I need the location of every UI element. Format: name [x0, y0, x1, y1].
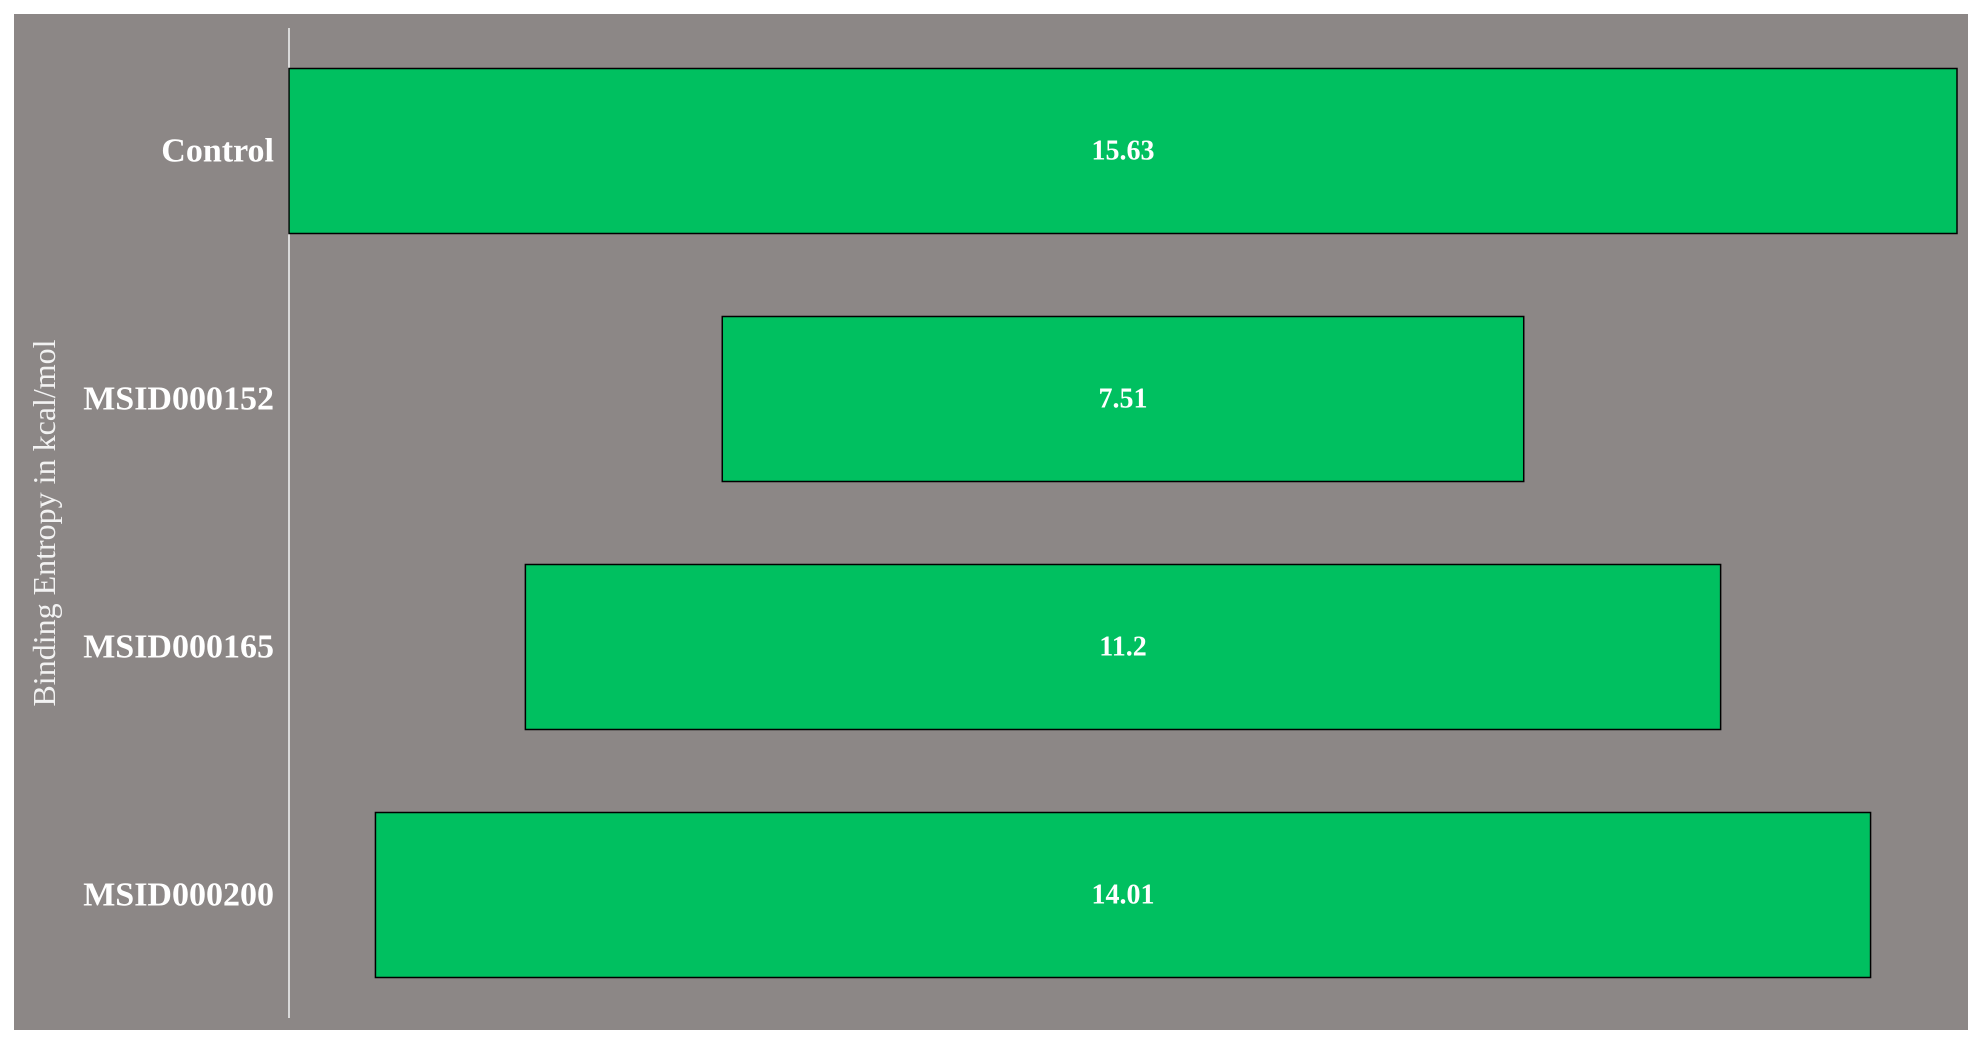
data-label: 14.01	[1092, 880, 1155, 911]
bar-msid000200	[374, 811, 1872, 979]
category-label: Control	[161, 133, 274, 170]
category-label: MSID000165	[83, 629, 274, 666]
category-label: MSID000200	[83, 877, 274, 914]
bar-msid000152	[721, 315, 1525, 483]
bar-control	[288, 67, 1958, 235]
category-label: MSID000152	[83, 381, 274, 418]
y-axis-title: Binding Entropy in kcal/mol	[26, 339, 62, 706]
bar-msid000165	[524, 563, 1722, 731]
data-label: 11.2	[1099, 632, 1146, 663]
data-label: 15.63	[1092, 136, 1155, 167]
data-label: 7.51	[1099, 384, 1148, 415]
